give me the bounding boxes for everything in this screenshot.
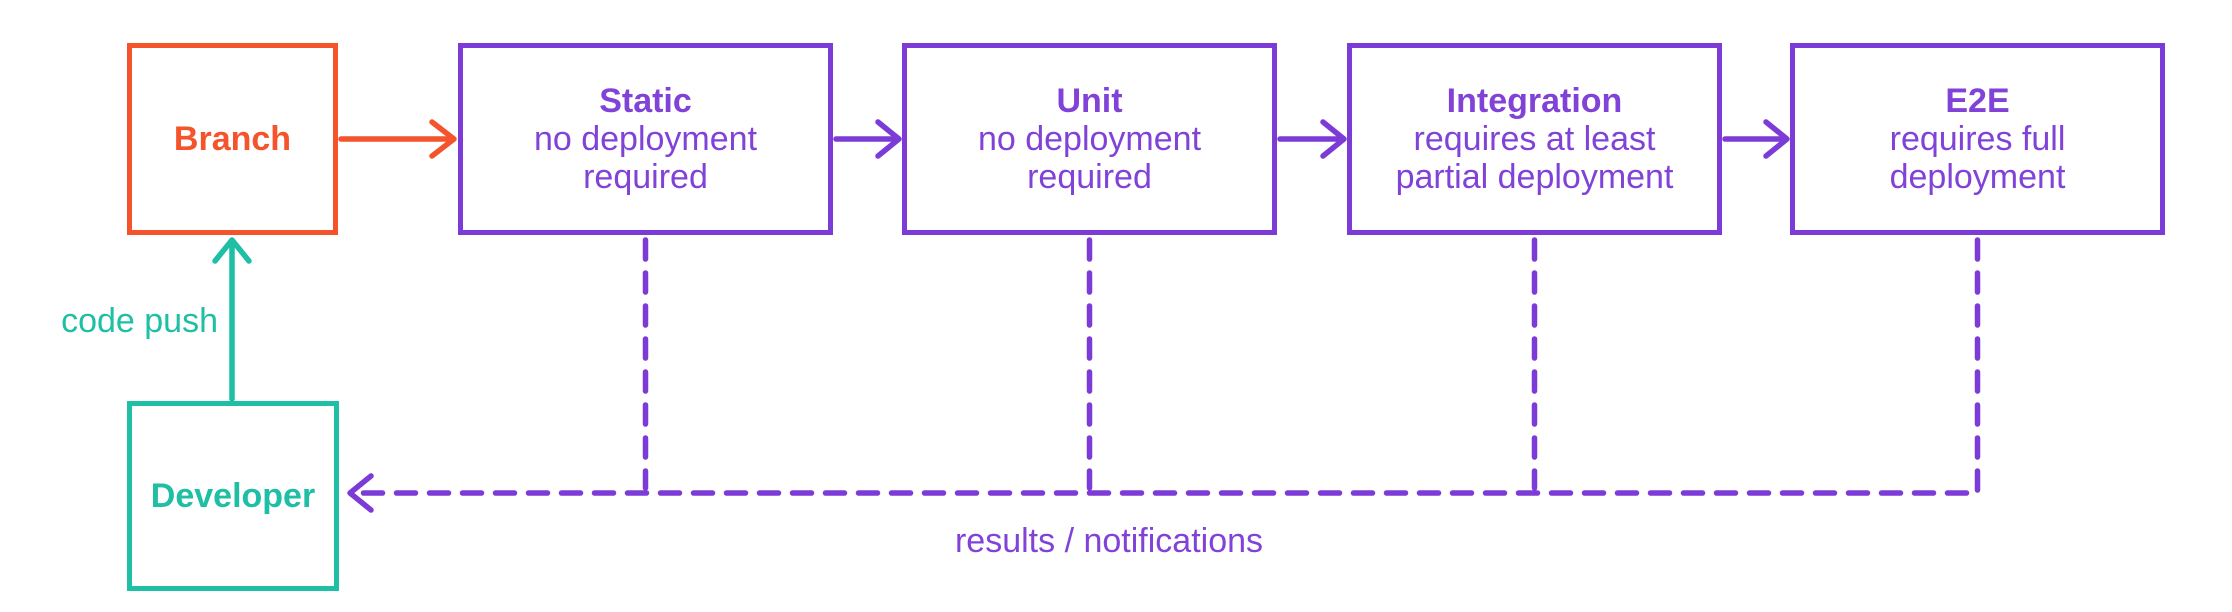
edge-label-code-push: code push — [61, 302, 218, 340]
node-title: Developer — [150, 477, 316, 515]
node-unit: Unit no deployment required — [902, 43, 1277, 235]
edge-label-results-notifications: results / notifications — [954, 522, 1264, 560]
node-subtitle: requires at least partial deployment — [1395, 120, 1674, 196]
arrow-integration-to-e2e — [1722, 119, 1790, 159]
node-subtitle: no deployment required — [977, 120, 1202, 196]
node-static: Static no deployment required — [458, 43, 833, 235]
node-subtitle: no deployment required — [533, 120, 758, 196]
node-branch: Branch — [127, 43, 338, 235]
node-integration: Integration requires at least partial de… — [1347, 43, 1722, 235]
node-e2e: E2E requires full deployment — [1790, 43, 2165, 235]
arrow-unit-to-integration — [1277, 119, 1347, 159]
arrow-branch-to-static — [338, 119, 457, 159]
node-developer: Developer — [127, 401, 339, 591]
arrow-developer-to-branch — [212, 237, 252, 402]
node-title: Branch — [173, 120, 292, 158]
node-subtitle: requires full deployment — [1889, 120, 2066, 196]
arrow-static-to-unit — [833, 119, 902, 159]
node-title: Static — [599, 82, 692, 120]
node-title: Unit — [1056, 82, 1123, 120]
arrow-results-to-developer — [347, 237, 1981, 513]
node-title: E2E — [1945, 82, 2010, 120]
node-title: Integration — [1446, 82, 1623, 120]
